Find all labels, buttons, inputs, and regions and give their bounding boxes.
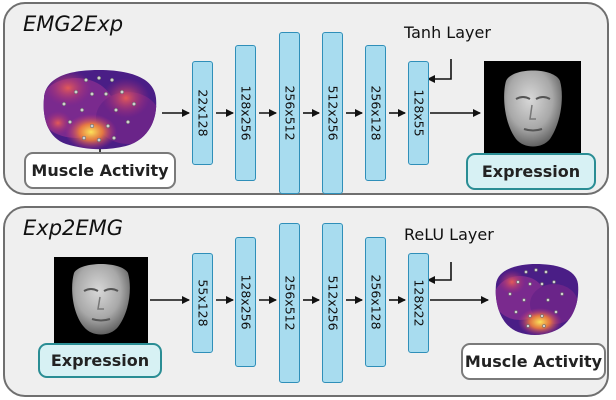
bottom-layer-1: 55x128 (192, 253, 213, 353)
bottom-layer-6: 128x22 (408, 253, 429, 353)
muscle-heatmap-image-bottom (495, 264, 579, 335)
top-layer-4: 512x256 (322, 32, 343, 194)
bottom-activation-label: ReLU Layer (404, 225, 494, 244)
output-label-expression: Expression (466, 153, 596, 190)
bottom-layer-5: 256x128 (365, 237, 386, 367)
top-layer-5: 256x128 (365, 45, 386, 181)
top-layer-6: 128x55 (408, 61, 429, 165)
expression-face-image-bottom (54, 257, 148, 343)
expression-face-image-top (484, 61, 581, 157)
bottom-arrows (150, 262, 489, 304)
muscle-heatmap-image-top (43, 70, 157, 150)
output-label-muscle-activity: Muscle Activity (461, 343, 606, 380)
exp2emg-title: Exp2EMG (23, 216, 124, 240)
top-layer-1: 22x128 (192, 61, 213, 165)
top-layer-2: 128x256 (235, 45, 256, 181)
bottom-layer-3: 256x512 (279, 223, 300, 383)
emg2exp-title: EMG2Exp (23, 12, 124, 36)
top-activation-label: Tanh Layer (404, 23, 491, 42)
top-arrows (99, 59, 531, 155)
input-label-expression: Expression (38, 343, 162, 378)
input-label-muscle-activity: Muscle Activity (24, 152, 176, 189)
face-icon (72, 264, 130, 335)
bottom-layer-4: 512x256 (322, 223, 343, 383)
face-icon (504, 70, 562, 147)
bottom-layer-2: 128x256 (235, 237, 256, 367)
top-layer-3: 256x512 (279, 32, 300, 194)
